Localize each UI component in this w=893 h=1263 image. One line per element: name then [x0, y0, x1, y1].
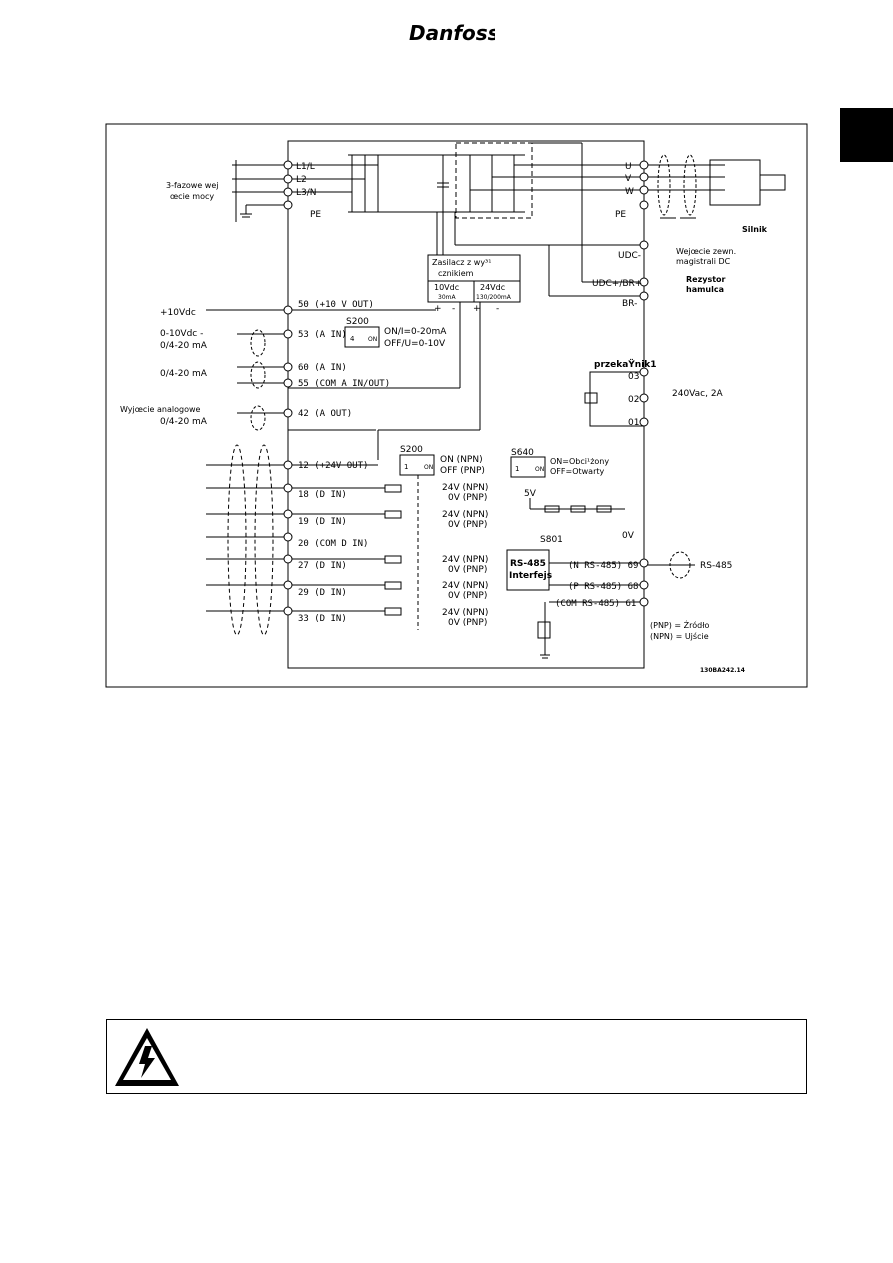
wiring-diagram: 3-fazowe wej œcie mocy L1/L L2 L3/N PE U…	[105, 123, 808, 688]
ain1-1: 0-10Vdc -	[160, 329, 203, 339]
terminal-pe-left: PE	[310, 210, 321, 220]
din29-pnp: 0V (PNP)	[448, 591, 487, 601]
terminal-55: 55 (COM A IN/OUT)	[298, 379, 390, 389]
s640-num: 1	[515, 465, 519, 473]
danfoss-logo: Danfoss	[405, 14, 500, 50]
rs485-box-1: RS-485	[510, 559, 546, 569]
s200-top-on: ON	[368, 336, 377, 343]
brake-label-2: hamulca	[686, 285, 724, 294]
terminal-27: 27 (D IN)	[298, 561, 347, 571]
terminal-53: 53 (A IN)	[298, 330, 347, 340]
din19-pnp: 0V (PNP)	[448, 520, 487, 530]
ain2: 0/4-20 mA	[160, 369, 208, 379]
s200-mid-line2: OFF (PNP)	[440, 466, 485, 476]
ps-title-2: cznikiem	[438, 269, 474, 278]
ain1-2: 0/4-20 mA	[160, 341, 208, 351]
terminal-l3: L3/N	[296, 188, 317, 198]
din33-npn: 24V (NPN)	[442, 608, 488, 618]
brand-logo-text: Danfoss	[409, 21, 495, 45]
legend-npn: (NPN) = Ujście	[650, 631, 709, 641]
rs485-0v: 0V	[622, 531, 635, 541]
relay-02: 02	[628, 395, 639, 405]
din19-npn: 24V (NPN)	[442, 510, 488, 520]
diagram-code: 130BA242.14	[700, 667, 745, 674]
rs485-terminal-69: (N RS-485) 69	[568, 561, 638, 571]
s801-label: S801	[540, 535, 563, 545]
ps-24v-ma: 130/200mA	[476, 294, 512, 301]
terminal-18: 18 (D IN)	[298, 490, 347, 500]
terminal-l2: L2	[296, 175, 307, 185]
rs485-cable-label: RS-485	[700, 561, 732, 571]
relay-03: 03	[628, 372, 639, 382]
motor-label: Silnik	[742, 225, 768, 234]
s640-on: ON	[535, 466, 544, 473]
udc-minus: UDC-	[618, 251, 641, 261]
s200-top-line1: ON/I=0-20mA	[384, 327, 447, 337]
ps-10v-ma: 30mA	[438, 294, 456, 301]
motor-terminal-v: V	[625, 174, 632, 184]
terminal-12: 12 (+24V OUT)	[298, 461, 368, 471]
s200-top-line2: OFF/U=0-10V	[384, 339, 446, 349]
relay-rating: 240Vac, 2A	[672, 389, 724, 399]
brake-label-1: Rezystor	[686, 275, 726, 284]
relay-label: przekaŸnik1	[594, 359, 657, 370]
mains-label-1: 3-fazowe wej	[166, 181, 218, 190]
high-voltage-warning-icon	[111, 1024, 183, 1090]
ref-10v: +10Vdc	[160, 308, 196, 318]
br-minus: BR-	[622, 299, 637, 309]
din29-npn: 24V (NPN)	[442, 581, 488, 591]
din18-npn: 24V (NPN)	[442, 483, 488, 493]
diagram-frame	[105, 123, 808, 688]
chapter-tab	[840, 108, 893, 162]
aout-2: 0/4-20 mA	[160, 417, 208, 427]
ps-title-1: Zasilacz z wy³¹	[432, 258, 491, 267]
rs485-box-2: Interfejs	[509, 571, 552, 581]
s200-top-num: 4	[350, 335, 355, 343]
terminal-60: 60 (A IN)	[298, 363, 347, 373]
legend-pnp: (PNP) = Źródło	[650, 619, 710, 630]
s640-label: S640	[511, 448, 534, 458]
rs485-terminal-61: (COM RS-485) 61	[555, 599, 636, 609]
terminal-50: 50 (+10 V OUT)	[298, 300, 374, 310]
s640-line2: OFF=Otwarty	[550, 467, 605, 476]
s200-mid-line1: ON (NPN)	[440, 455, 483, 465]
ps-minus-2: -	[496, 304, 499, 314]
mains-label-2: œcie mocy	[170, 192, 214, 201]
ps-plus-2: +	[473, 304, 481, 314]
s200-mid-label: S200	[400, 445, 423, 455]
ps-10v: 10Vdc	[434, 283, 459, 292]
dc-note-1: Wejœcie zewn.	[676, 247, 736, 256]
din27-pnp: 0V (PNP)	[448, 565, 487, 575]
s200-mid-on: ON	[424, 464, 433, 471]
ps-24v: 24Vdc	[480, 283, 505, 292]
s640-line1: ON=Obci¹żony	[550, 457, 609, 466]
ps-minus-1: -	[452, 304, 455, 314]
aout-1: Wyjœcie analogowe	[120, 405, 201, 414]
terminal-20: 20 (COM D IN)	[298, 539, 368, 549]
s200-top-label: S200	[346, 317, 369, 327]
rs485-5v: 5V	[524, 489, 537, 499]
rs485-terminal-68: (P RS-485) 68	[568, 582, 638, 592]
dc-note-2: magistrali DC	[676, 257, 731, 266]
din27-npn: 24V (NPN)	[442, 555, 488, 565]
terminal-l1: L1/L	[296, 162, 315, 172]
din18-pnp: 0V (PNP)	[448, 493, 487, 503]
motor-terminal-pe: PE	[615, 210, 626, 220]
din33-pnp: 0V (PNP)	[448, 618, 487, 628]
terminal-19: 19 (D IN)	[298, 517, 347, 527]
s200-mid-num: 1	[404, 463, 408, 471]
terminal-29: 29 (D IN)	[298, 588, 347, 598]
terminal-33: 33 (D IN)	[298, 614, 347, 624]
udc-plus: UDC+/BR+	[592, 279, 642, 289]
terminal-42: 42 (A OUT)	[298, 409, 352, 419]
motor-terminal-u: U	[625, 162, 632, 172]
warning-box	[106, 1019, 807, 1094]
relay-01: 01	[628, 418, 639, 428]
ps-plus-1: +	[434, 304, 442, 314]
motor-terminal-w: W	[625, 187, 634, 197]
